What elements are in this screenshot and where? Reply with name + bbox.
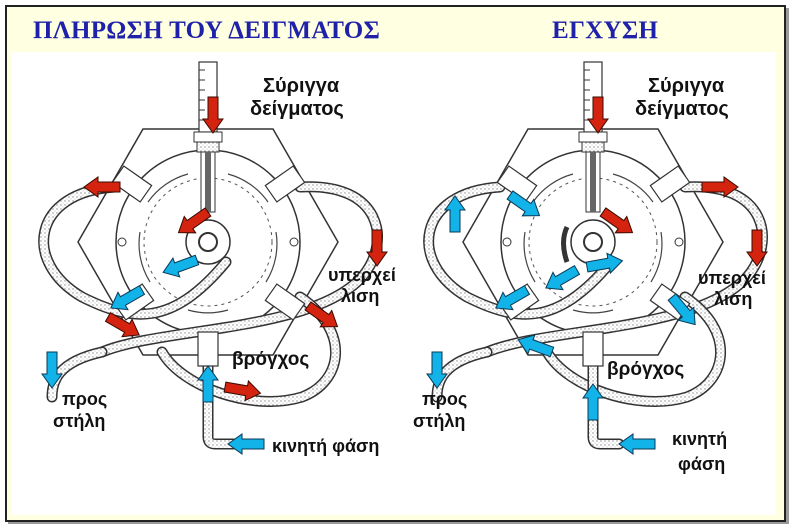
left-fittings — [111, 165, 306, 367]
left-label-loop: βρόγχος — [232, 349, 309, 370]
right-label-overflow-1: υπερχεί — [698, 268, 766, 288]
figure-frame: ΠΛΗΡΩΣΗ ΤΟΥ ΔΕΙΓΜΑΤΟΣ ΕΓΧΥΣΗ — [5, 5, 786, 522]
right-syringe — [578, 61, 608, 213]
title-sample-loading: ΠΛΗΡΩΣΗ ΤΟΥ ΔΕΙΓΜΑΤΟΣ — [33, 17, 381, 44]
right-label-syringe-1: Σύριγγα — [648, 75, 725, 97]
left-label-overflow-1: υπερχεί — [328, 265, 396, 285]
left-tubing — [38, 181, 383, 450]
left-label-syringe-1: Σύριγγα — [263, 75, 340, 97]
right-diagram: Σύριγγα δείγματος υπερχεί λιση βρόγχος π… — [413, 61, 768, 474]
left-label-column-1: προς — [62, 389, 107, 409]
right-label-mobile-phase-2: φάση — [678, 454, 725, 474]
right-label-overflow-2: λιση — [714, 289, 752, 309]
right-tubing — [423, 181, 768, 450]
diagram-panel: Σύριγγα δείγματος υπερχεί λιση βρόγχος π… — [12, 52, 776, 515]
right-label-column-2: στήλη — [413, 411, 465, 431]
left-label-mobile-phase: κινητή φάση — [272, 436, 379, 456]
right-label-loop: βρόγχος — [607, 359, 684, 380]
right-label-column-1: προς — [422, 389, 467, 409]
title-injection: ΕΓΧΥΣΗ — [552, 17, 659, 44]
left-label-column-2: στήλη — [53, 411, 105, 431]
diagram-canvas: Σύριγγα δείγματος υπερχεί λιση βρόγχος π… — [38, 61, 768, 474]
right-rotor-slot — [561, 225, 570, 263]
right-label-syringe-2: δείγματος — [635, 98, 729, 120]
arrow-mobile-phase-left — [159, 250, 201, 283]
left-syringe — [193, 61, 223, 213]
left-diagram: Σύριγγα δείγματος υπερχεί λιση βρόγχος π… — [38, 61, 396, 456]
left-label-syringe-2: δείγματος — [250, 98, 344, 120]
left-label-overflow-2: λιση — [341, 286, 379, 306]
arrow-mobile-phase-inlet — [227, 433, 265, 455]
right-label-mobile-phase-1: κινητή — [672, 429, 727, 449]
arrow-mobile-phase-inlet — [618, 433, 656, 455]
